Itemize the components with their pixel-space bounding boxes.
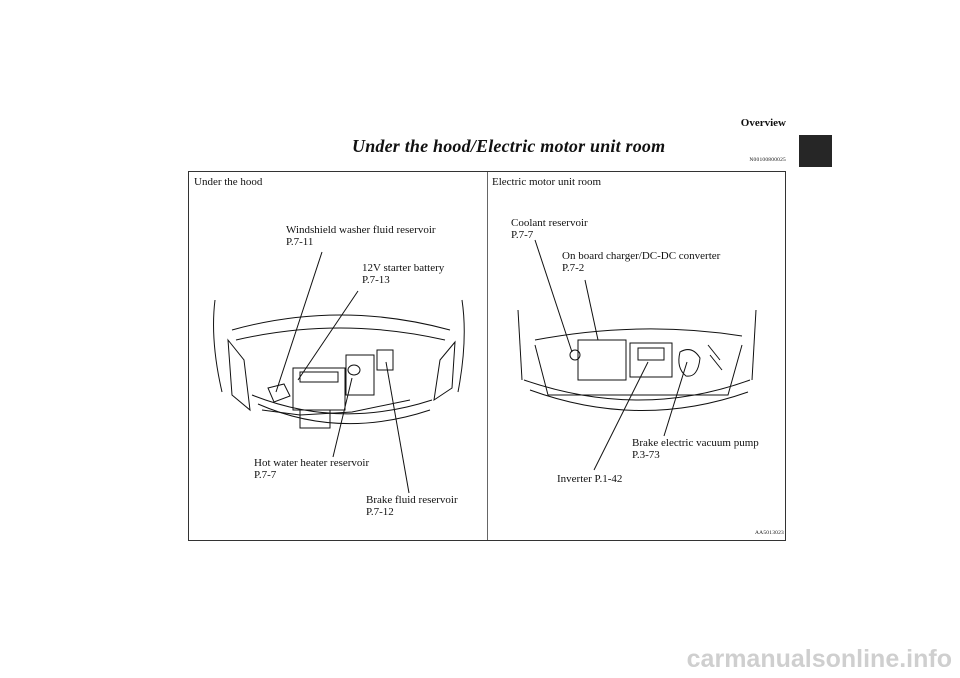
coolant-reservoir-shape	[569, 349, 581, 361]
label-brake-fluid: Brake fluid reservoir P.7-12	[366, 494, 458, 518]
right-fender-line	[457, 299, 465, 393]
label-washer-reservoir: Windshield washer fluid reservoir P.7-11	[286, 224, 436, 248]
hood-edge	[231, 314, 451, 331]
heading-under-hood: Under the hood	[194, 176, 263, 188]
page-title: Under the hood/Electric motor unit room	[352, 136, 666, 156]
heater-reservoir-shape	[345, 354, 375, 396]
heading-motor-room: Electric motor unit room	[492, 176, 602, 188]
label-vacuum-pump: Brake electric vacuum pump P.3-73	[632, 437, 759, 461]
label-starter-battery: 12V starter battery P.7-13	[362, 262, 445, 286]
label-coolant-reservoir: Coolant reservoir P.7-7	[511, 217, 588, 241]
label-onboard-charger: On board charger/DC-DC converter P.7-2	[562, 250, 721, 274]
watermark: carmanualsonline.info	[686, 645, 952, 673]
inverter-shape	[629, 342, 673, 378]
charger-shape	[577, 339, 627, 381]
vacuum-pump-shape	[678, 349, 701, 377]
right-headlamp	[433, 340, 456, 402]
document-code: N00100800025	[749, 157, 786, 163]
label-inverter: Inverter P.1-42	[557, 473, 623, 485]
label-heater-reservoir: Hot water heater reservoir P.7-7	[254, 457, 370, 481]
section-tab	[799, 135, 832, 167]
figure-divider	[487, 172, 488, 540]
motor-room-tub	[534, 344, 743, 396]
left-headlamp	[227, 338, 251, 412]
brake-reservoir-shape	[376, 349, 394, 371]
figure-reference: AA5013023	[755, 530, 784, 536]
figure-frame	[188, 171, 786, 541]
left-fender-line	[213, 299, 223, 393]
washer-reservoir-shape	[267, 383, 291, 403]
battery-shape	[292, 367, 346, 411]
running-header: Overview	[740, 117, 786, 129]
